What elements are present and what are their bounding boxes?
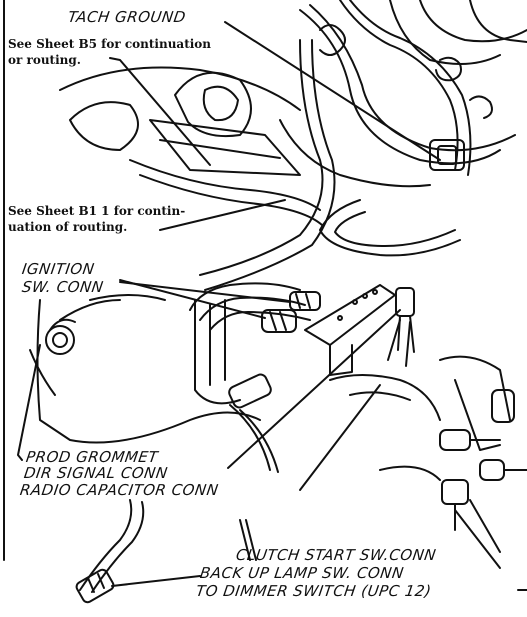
leader-b5 — [109, 57, 211, 166]
label-dir-signal-conn: DIR SIGNAL CONN — [22, 464, 169, 482]
label-sheet-b5-line2: or routing. — [8, 53, 81, 67]
label-clutch-start-sw-conn: CLUTCH START SW.CONN — [234, 546, 438, 564]
label-radio-capacitor-conn: RADIO CAPACITOR CONN — [18, 481, 220, 499]
leader-b11 — [159, 199, 286, 231]
leader-ignition-b — [119, 281, 291, 303]
leader-tach — [224, 21, 441, 161]
leader-dir — [227, 309, 401, 469]
label-to-dimmer-switch: TO DIMMER SWITCH (UPC 12) — [194, 582, 433, 600]
backup-lamp-plug — [75, 568, 115, 604]
label-tach-ground: TACH GROUND — [66, 8, 188, 26]
label-sheet-b11-line1: See Sheet B1 1 for contin- — [8, 204, 186, 218]
leader-radio — [299, 384, 381, 491]
main-harness — [129, 159, 321, 211]
leader-clutch — [469, 499, 501, 553]
ignition-bundle — [189, 282, 301, 311]
prod-grommet — [45, 325, 75, 355]
leader-grommet — [17, 344, 41, 461]
label-sheet-b5-line1: See Sheet B5 for continuation — [8, 37, 212, 51]
leader-ignition-a — [119, 279, 266, 319]
upper-panel — [59, 66, 301, 111]
label-ignition-line1: IGNITION — [20, 260, 96, 278]
leader-backup — [454, 509, 501, 569]
label-ignition-line2: SW. CONN — [20, 278, 105, 296]
lower-right-assembly — [329, 374, 441, 421]
label-sheet-b11-line2: uation of routing. — [8, 220, 128, 234]
label-prod-grommet: PROD GROMMET — [24, 448, 160, 466]
radio-capacitor — [228, 373, 272, 409]
label-back-up-lamp-sw-conn: BACK UP LAMP SW. CONN — [198, 564, 406, 582]
lower-cable — [79, 499, 133, 591]
leader-dimmer — [111, 575, 201, 587]
